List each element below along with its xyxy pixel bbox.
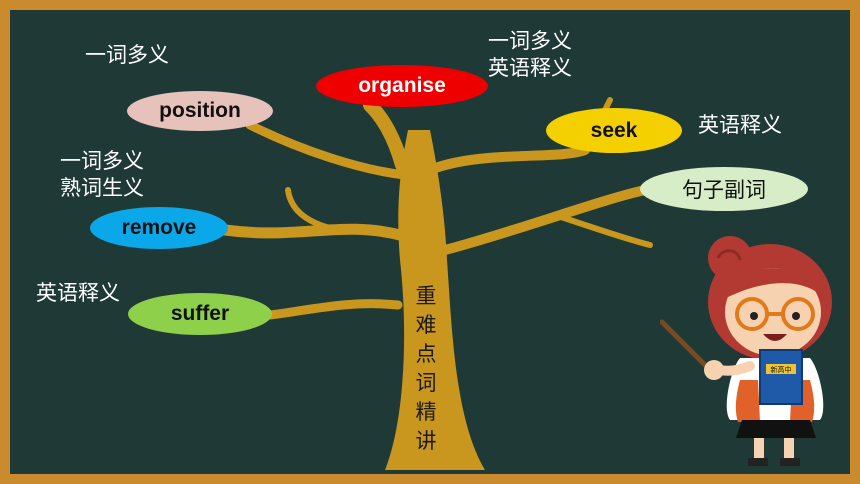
word-label-position: position: [159, 99, 241, 122]
word-label-suffer: suffer: [170, 302, 230, 325]
word-bubble-remove[interactable]: remove: [90, 207, 228, 249]
word-label-organise: organise: [358, 74, 446, 97]
word-label-seek: seek: [590, 118, 638, 142]
center-label: 重难点词精讲: [415, 284, 437, 453]
note-organise: 一词多义 英语释义: [488, 29, 572, 80]
word-label-remove: remove: [121, 216, 197, 239]
word-bubble-suffer[interactable]: suffer: [128, 293, 272, 335]
book-title: 新高中: [771, 365, 792, 374]
note-remove: 一词多义 熟词生义: [60, 149, 144, 200]
note-suffer: 英语释义: [36, 281, 120, 305]
note-seek: 英语释义: [698, 113, 782, 137]
word-bubble-seek[interactable]: seek: [546, 108, 682, 153]
word-bubble-position[interactable]: position: [127, 91, 273, 131]
leaf-sentence-adverb[interactable]: 句子副词: [640, 167, 808, 211]
teacher-illustration: 新高中: [660, 236, 832, 466]
leaf-label-sentence-adverb: 句子副词: [682, 178, 766, 202]
note-position: 一词多义: [85, 43, 169, 67]
word-bubble-organise[interactable]: organise: [316, 65, 488, 107]
